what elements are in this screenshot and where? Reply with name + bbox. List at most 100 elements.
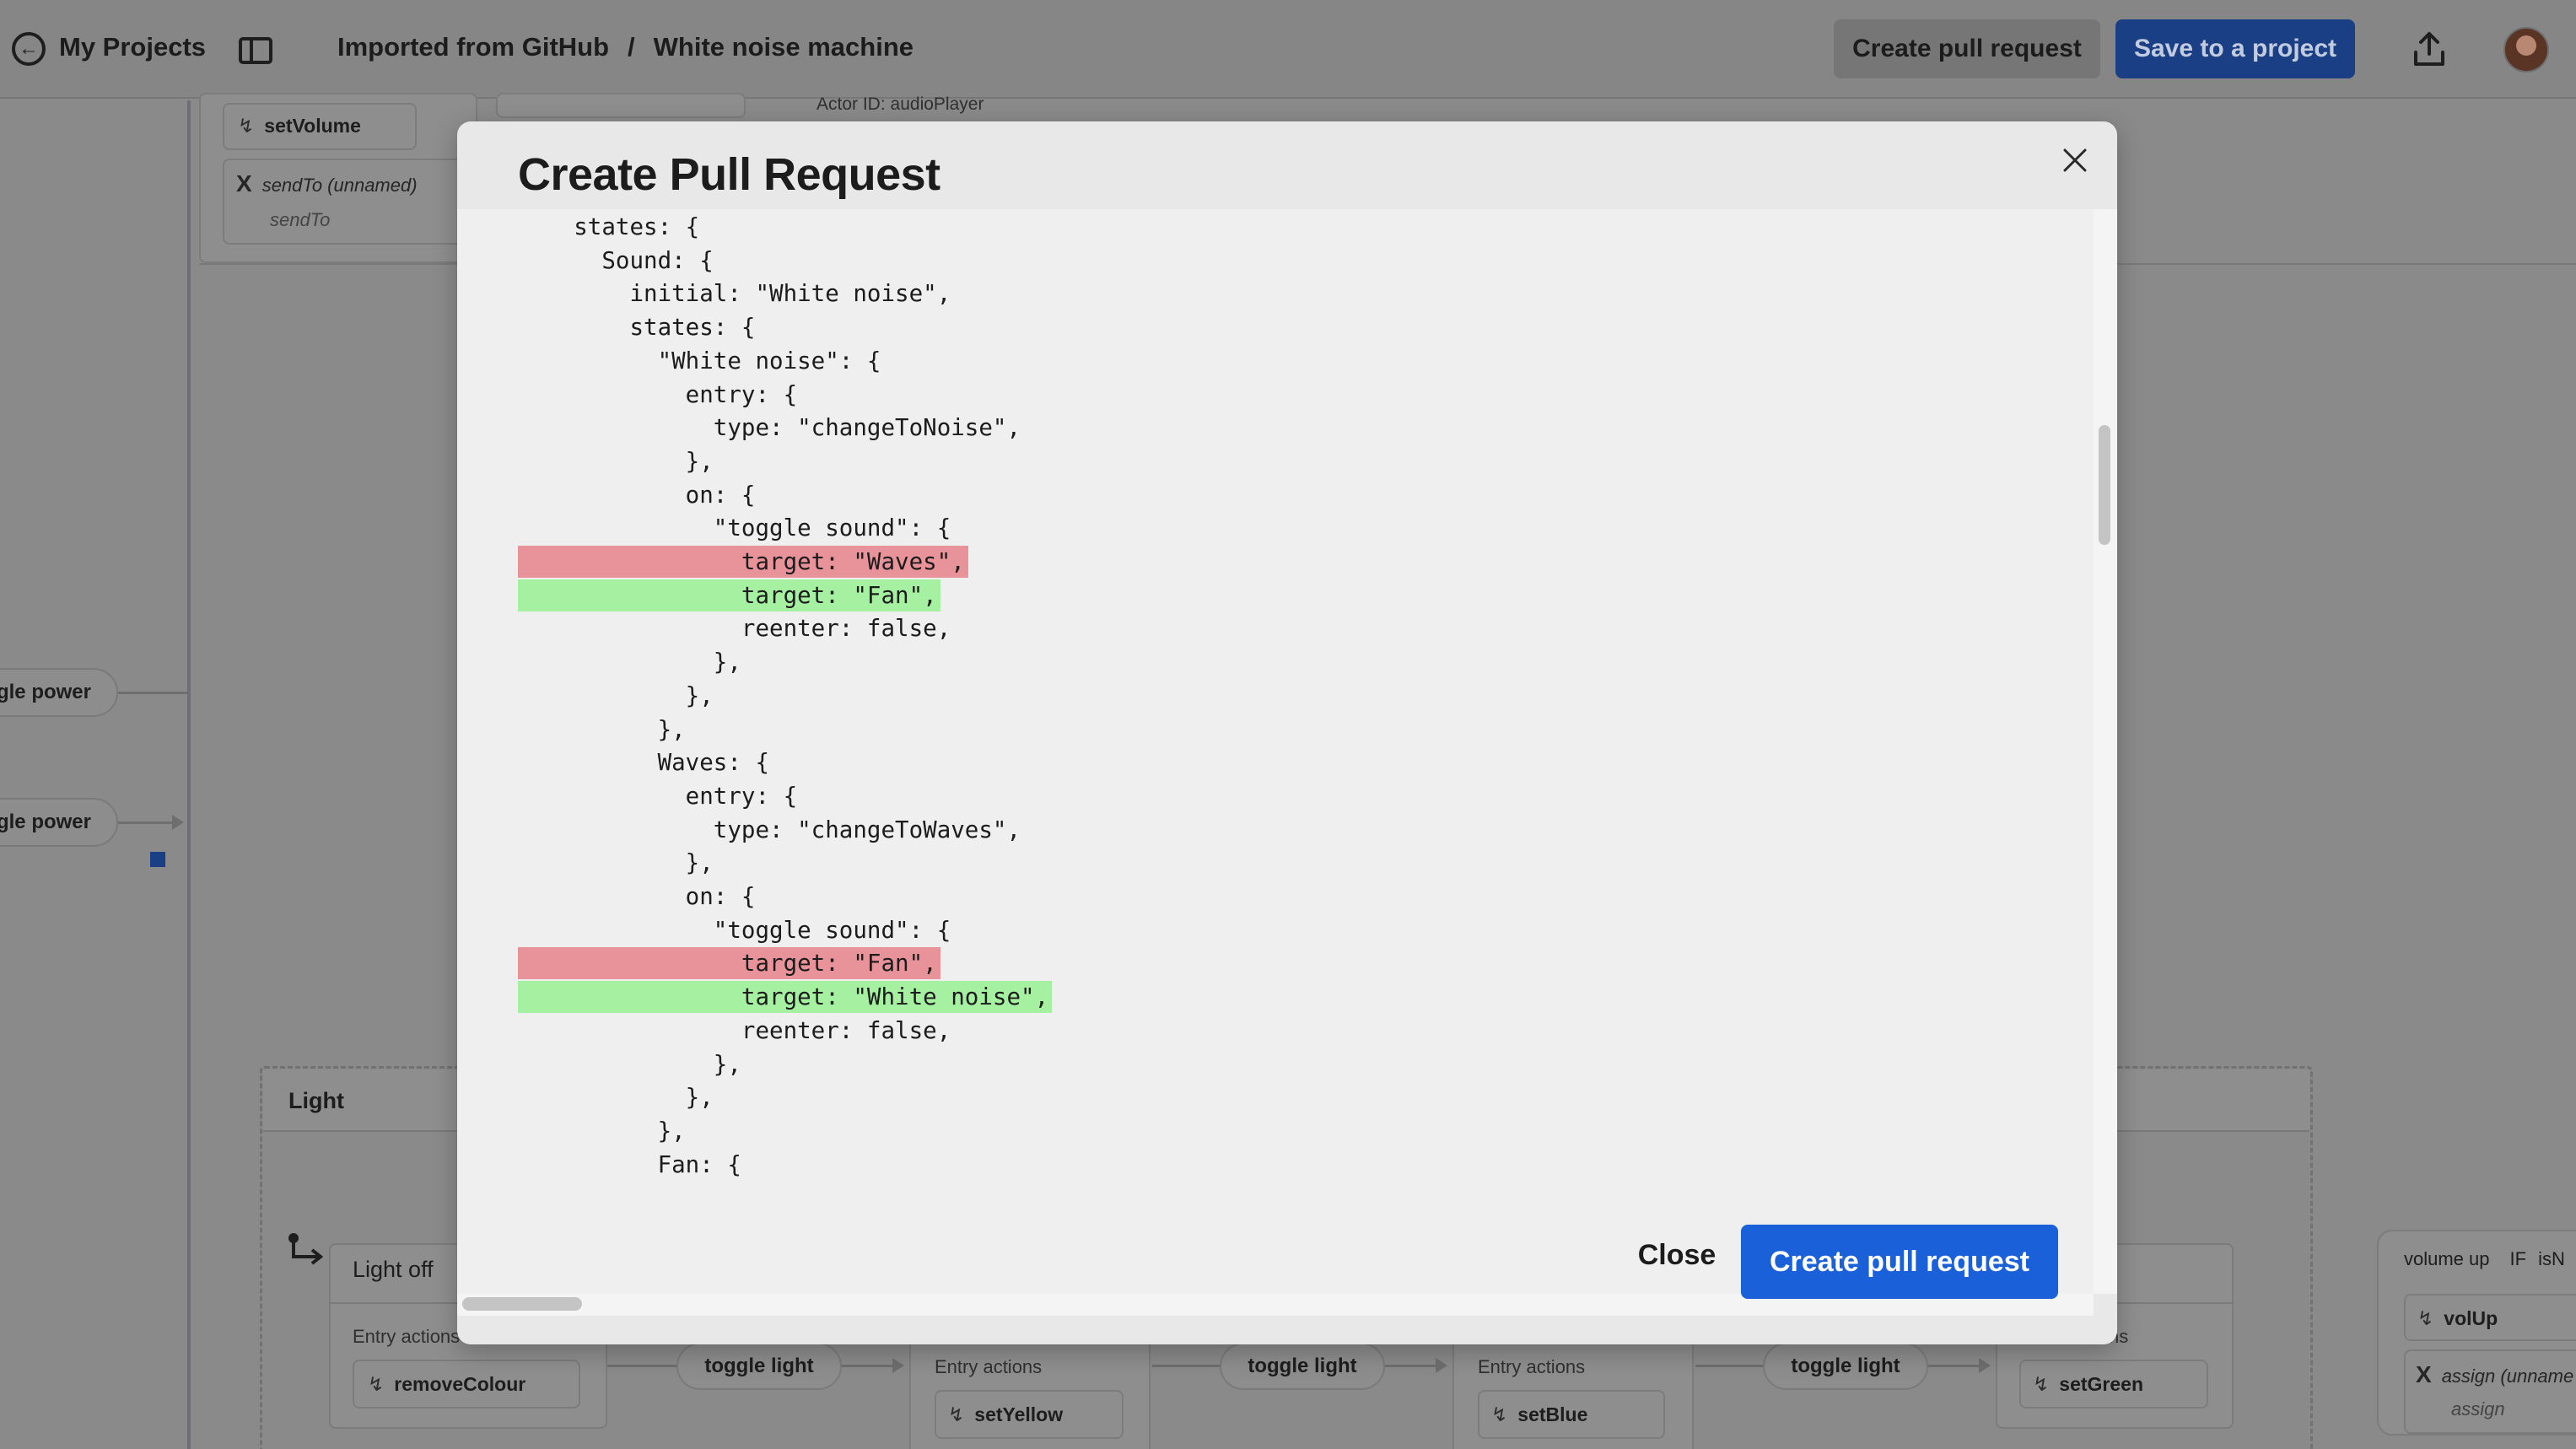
code-line: entry: { — [518, 380, 798, 408]
set-yellow-label: setYellow — [974, 1403, 1064, 1425]
back-arrow-icon[interactable]: ← — [12, 32, 46, 66]
arrow-head — [1979, 1358, 1991, 1373]
dialog-title: Create Pull Request — [518, 149, 940, 200]
send-to-unnamed-label: sendTo (unnamed) — [261, 175, 418, 196]
actor-id-value: audioPlayer — [890, 94, 984, 114]
if-label: IF — [2509, 1248, 2527, 1269]
entry-actions-label: Entry actions — [935, 1356, 1043, 1377]
diff-added-line: target: "Fan", — [518, 579, 940, 611]
create-pull-request-button[interactable]: Create pull request — [1834, 19, 2100, 78]
toggle-power-transition-2[interactable]: gle power — [0, 798, 118, 847]
entry-actions-label: Entry actions — [353, 1326, 461, 1347]
set-blue-label: setBlue — [1517, 1403, 1588, 1425]
lightning-icon: ↯ — [1491, 1403, 1508, 1425]
transition-line — [607, 1365, 683, 1367]
vertical-scrollbar-track[interactable] — [2094, 209, 2117, 1294]
code-line: reenter: false, — [518, 1016, 951, 1044]
diff-added-line: target: "White noise", — [518, 981, 1053, 1014]
canvas-rail — [187, 100, 191, 1449]
x-icon: X — [2416, 1361, 2432, 1387]
connection-handle[interactable] — [150, 852, 165, 867]
lightning-icon: ↯ — [238, 115, 255, 137]
vertical-scrollbar-thumb[interactable] — [2099, 425, 2110, 545]
set-volume-action[interactable] — [223, 103, 417, 150]
volume-up-label: volume up — [2404, 1248, 2490, 1269]
toggle-light-transition-1[interactable]: toggle light — [676, 1343, 842, 1390]
breadcrumb-separator: / — [628, 32, 635, 62]
breadcrumb: Imported from GitHub / White noise machi… — [337, 32, 913, 62]
code-line: entry: { — [518, 782, 798, 810]
arrow-head — [1436, 1358, 1447, 1373]
toggle-light-transition-2[interactable]: toggle light — [1220, 1343, 1385, 1390]
code-line: on: { — [518, 883, 756, 910]
code-line: reenter: false, — [518, 615, 951, 643]
transition-line — [1385, 1365, 1439, 1367]
transition-line — [118, 692, 187, 694]
code-line: Waves: { — [518, 749, 770, 777]
arrow-head — [892, 1358, 904, 1373]
vol-up-action[interactable] — [2404, 1294, 2576, 1341]
lightning-icon: ↯ — [948, 1403, 965, 1425]
initial-state-arrow-icon — [288, 1233, 324, 1265]
code-line: "White noise": { — [518, 347, 881, 374]
my-projects-link[interactable]: My Projects — [59, 32, 207, 62]
top-bar: ← My Projects Imported from GitHub / Whi… — [0, 0, 2576, 99]
vol-up-label: volUp — [2444, 1307, 2498, 1329]
code-line: }, — [518, 1050, 741, 1078]
toggle-light-transition-3[interactable]: toggle light — [1763, 1343, 1928, 1390]
code-line: on: { — [518, 481, 756, 509]
toggle-power-transition-1[interactable]: gle power — [0, 668, 118, 717]
guard-partial-label: isN — [2538, 1248, 2565, 1269]
transition-line — [1152, 1365, 1228, 1367]
code-line: }, — [518, 447, 714, 475]
actor-id-label: Actor ID: — [816, 94, 886, 114]
code-line: Sound: { — [518, 246, 714, 274]
code-line: }, — [518, 649, 741, 676]
code-line: }, — [518, 1117, 686, 1145]
code-line: type: "changeToWaves", — [518, 816, 1021, 843]
horizontal-scrollbar-thumb[interactable] — [462, 1297, 582, 1311]
light-region-title: Light — [288, 1088, 344, 1113]
send-to-action[interactable] — [223, 159, 476, 245]
set-yellow-action[interactable] — [935, 1390, 1124, 1439]
sidebar-toggle-icon[interactable] — [239, 37, 272, 64]
actor-id-card — [496, 93, 746, 118]
close-icon[interactable] — [2058, 143, 2092, 177]
transition-line — [1695, 1365, 1771, 1367]
transition-line — [842, 1365, 896, 1367]
lightning-icon: ↯ — [2033, 1373, 2050, 1395]
lightning-icon: ↯ — [2417, 1307, 2434, 1329]
set-blue-action[interactable] — [1478, 1390, 1665, 1439]
remove-colour-label: removeColour — [394, 1373, 526, 1395]
toggle-light-label-1: toggle light — [704, 1355, 814, 1377]
lightning-icon: ↯ — [368, 1373, 385, 1395]
share-upload-icon[interactable] — [2409, 29, 2449, 69]
remove-colour-action[interactable] — [353, 1360, 580, 1409]
code-line: }, — [518, 1084, 714, 1112]
save-to-project-button[interactable]: Save to a project — [2115, 19, 2355, 78]
code-line: "toggle sound": { — [518, 514, 951, 542]
toggle-power-label-2: gle power — [0, 811, 91, 833]
transition-line — [118, 821, 175, 824]
breadcrumb-parent[interactable]: Imported from GitHub — [337, 32, 610, 62]
toggle-light-label-2: toggle light — [1248, 1355, 1357, 1377]
set-green-label: setGreen — [2059, 1373, 2143, 1395]
assign-action[interactable] — [2404, 1349, 2576, 1434]
assign-unnamed-label: assign (unname — [2441, 1366, 2574, 1387]
create-pull-request-dialog: Create Pull Request states: { Sound: { i… — [457, 121, 2117, 1344]
code-line: initial: "White noise", — [518, 280, 951, 308]
light-off-title: Light off — [353, 1257, 434, 1282]
diff-code-view[interactable]: states: { Sound: { initial: "White noise… — [457, 209, 2094, 1294]
diff-removed-line: target: "Waves", — [518, 546, 968, 578]
code-line: states: { — [518, 213, 700, 240]
set-green-action[interactable] — [2019, 1360, 2208, 1409]
transition-line — [1928, 1365, 1982, 1367]
code-line: Fan: { — [518, 1150, 741, 1178]
breadcrumb-current: White noise machine — [653, 32, 914, 62]
diff-removed-line: target: "Fan", — [518, 947, 940, 980]
create-pull-request-submit-button[interactable]: Create pull request — [1741, 1225, 2058, 1299]
avatar[interactable] — [2503, 27, 2549, 73]
close-button[interactable]: Close — [1637, 1238, 1716, 1271]
code-line: }, — [518, 715, 686, 743]
code-line: }, — [518, 681, 714, 709]
